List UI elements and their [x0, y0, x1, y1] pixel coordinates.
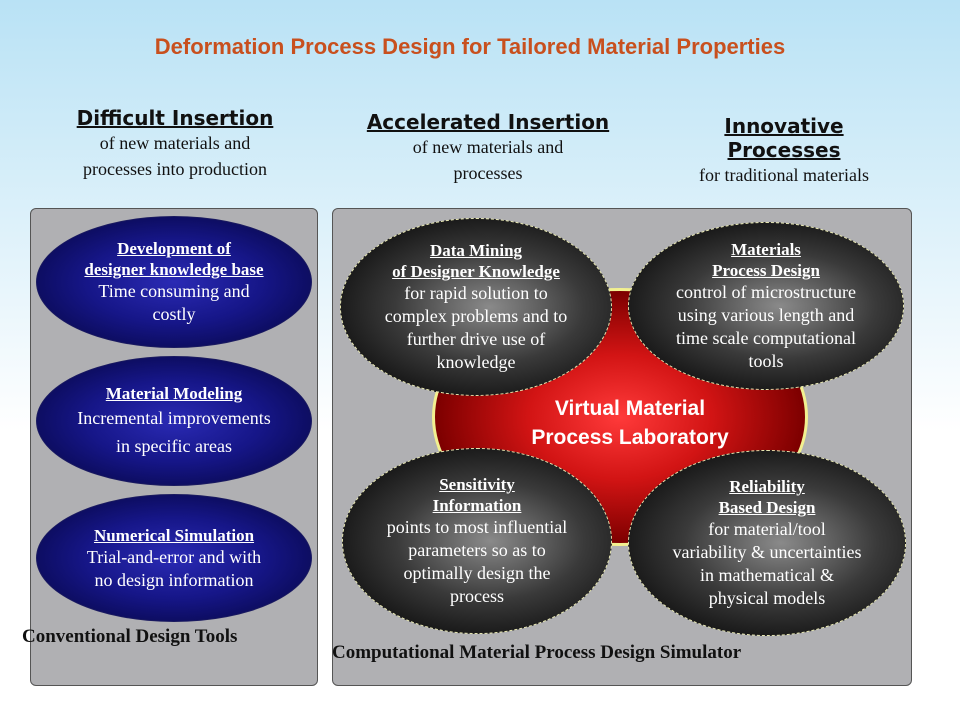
ellipse-body: variability & uncertainties: [672, 542, 862, 562]
conventional-tools-label: Conventional Design Tools: [22, 626, 238, 647]
ellipse-body: in mathematical &: [700, 565, 834, 585]
ellipse-body: Time consuming and: [98, 281, 250, 301]
ellipse-body: knowledge: [436, 352, 516, 372]
ellipse-body: Trial-and-error and with: [86, 546, 262, 567]
ellipse-body: optimally design the: [403, 563, 551, 583]
header-heading: Processes: [727, 138, 841, 162]
header-accelerated-insertion: Accelerated Insertion of new materials a…: [330, 110, 646, 186]
ellipse-body: using various length and: [677, 305, 855, 325]
header-sub: for traditional materials: [699, 165, 869, 185]
ellipse-body: time scale computational: [676, 328, 856, 348]
ellipse-body: parameters so as to: [408, 540, 546, 560]
simulator-label: Computational Material Process Design Si…: [332, 642, 742, 663]
ellipse-materials-process-design: Materials Process Design control of micr…: [628, 222, 904, 390]
header-sub: of new materials and: [99, 133, 251, 153]
ellipse-body: costly: [152, 304, 196, 324]
ellipse-title: Data Mining: [429, 241, 523, 260]
header-sub: of new materials and: [412, 137, 564, 157]
diagram-title: Deformation Process Design for Tailored …: [154, 34, 786, 59]
header-sub: processes: [453, 163, 523, 183]
ellipse-title: designer knowledge base: [84, 260, 264, 279]
ellipse-title: Sensitivity: [439, 475, 515, 494]
ellipse-body: in specific areas: [116, 435, 232, 456]
header-innovative-processes: Innovative Processes for traditional mat…: [650, 114, 918, 188]
header-heading: Difficult Insertion: [76, 106, 274, 130]
ellipse-sensitivity-information: Sensitivity Information points to most i…: [342, 448, 612, 634]
virtual-lab-line: Virtual Material: [554, 397, 706, 420]
ellipse-title: Reliability: [729, 477, 805, 496]
ellipse-body: for rapid solution to: [404, 283, 548, 303]
ellipse-title: Based Design: [718, 498, 816, 517]
ellipse-body: physical models: [708, 588, 826, 608]
ellipse-material-modeling: Material Modeling Incremental improvemen…: [36, 356, 312, 486]
ellipse-body: process: [450, 586, 504, 606]
ellipse-body: tools: [748, 351, 784, 371]
ellipse-body: points to most influential: [386, 517, 568, 537]
header-difficult-insertion: Difficult Insertion of new materials and…: [40, 106, 310, 182]
ellipse-title: Information: [432, 496, 522, 515]
header-heading: Accelerated Insertion: [366, 110, 610, 134]
ellipse-body: for material/tool: [708, 519, 826, 539]
ellipse-title: Development of: [117, 239, 231, 258]
ellipse-title: Materials: [731, 240, 801, 259]
ellipse-numerical-simulation: Numerical Simulation Trial-and-error and…: [36, 494, 312, 622]
ellipse-reliability-based-design: Reliability Based Design for material/to…: [628, 450, 906, 636]
virtual-lab-label: Virtual Material Process Laboratory: [490, 394, 770, 452]
ellipse-title: Material Modeling: [105, 383, 243, 403]
ellipse-body: control of microstructure: [676, 282, 856, 302]
ellipse-title: Process Design: [712, 261, 820, 280]
ellipse-designer-knowledge-base: Development of designer knowledge base T…: [36, 216, 312, 348]
ellipse-data-mining: Data Mining of Designer Knowledge for ra…: [340, 218, 612, 396]
header-heading: Innovative: [724, 114, 844, 138]
virtual-lab-line: Process Laboratory: [531, 426, 729, 449]
header-sub: processes into production: [83, 159, 267, 179]
ellipse-body: Incremental improvements: [77, 407, 271, 428]
ellipse-body: further drive use of: [406, 329, 546, 349]
ellipse-title: Numerical Simulation: [93, 525, 255, 545]
ellipse-body: complex problems and to: [384, 306, 568, 326]
ellipse-body: no design information: [94, 569, 254, 590]
ellipse-title: of Designer Knowledge: [392, 262, 560, 281]
